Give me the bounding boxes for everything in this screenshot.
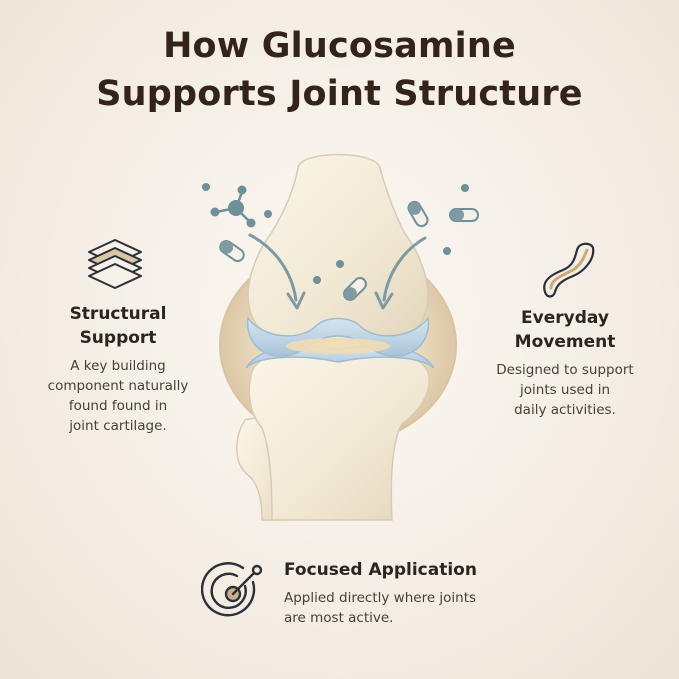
structural-desc-line-1: A key building [70, 358, 166, 374]
tibia-bone [248, 348, 430, 521]
target-icon [201, 562, 263, 617]
right-flow-arrow [382, 236, 427, 302]
focused-desc-line-2: are most active. [284, 610, 394, 626]
structural-support-feature: Structural Support A key building compon… [20, 302, 216, 436]
everyday-movement-feature: Everyday Movement Designed to support jo… [470, 306, 660, 420]
focused-desc-line-1: Applied directly where joints [284, 590, 477, 606]
structural-support-description: A key building component naturally found… [20, 356, 216, 436]
structural-desc-line-2: component naturally [47, 378, 189, 394]
focused-application-description: Applied directly where joints are most a… [284, 588, 544, 628]
everyday-desc-line-1: Designed to support [496, 362, 634, 378]
structural-desc-line-3: found found in [68, 398, 168, 414]
title-line-1: How Glucosamine [163, 26, 516, 66]
structural-desc-line-4: joint cartilage. [69, 418, 167, 434]
molecule-icon [202, 183, 272, 228]
structural-title-line-2: Support [79, 328, 157, 348]
everyday-desc-line-2: joints used in [520, 382, 610, 398]
page-title: How Glucosamine Supports Joint Structure [0, 22, 679, 118]
capsule-pill-right [449, 208, 479, 222]
capsule-pill-left [219, 239, 245, 263]
layers-icon [88, 239, 142, 289]
everyday-movement-description: Designed to support joints used in daily… [470, 360, 660, 420]
particle-dots [313, 184, 469, 284]
title-line-2: Supports Joint Structure [96, 74, 583, 114]
structural-title-line-1: Structural [69, 304, 167, 324]
everyday-movement-title: Everyday Movement [470, 306, 660, 354]
synovial-space [286, 338, 390, 354]
everyday-desc-line-3: daily activities. [514, 402, 616, 418]
flex-band-icon [543, 242, 595, 298]
left-flow-arrow [248, 233, 298, 302]
femur-bone [247, 153, 429, 338]
capsule-pill-right-tilted [407, 200, 429, 228]
focused-application-title: Focused Application [284, 560, 477, 580]
focused-application-feature: Focused Application Applied directly whe… [284, 558, 544, 628]
everyday-title-line-1: Everyday [521, 308, 609, 328]
capsule-pill-center [343, 277, 367, 301]
everyday-title-line-2: Movement [514, 332, 616, 352]
structural-support-title: Structural Support [20, 302, 216, 350]
